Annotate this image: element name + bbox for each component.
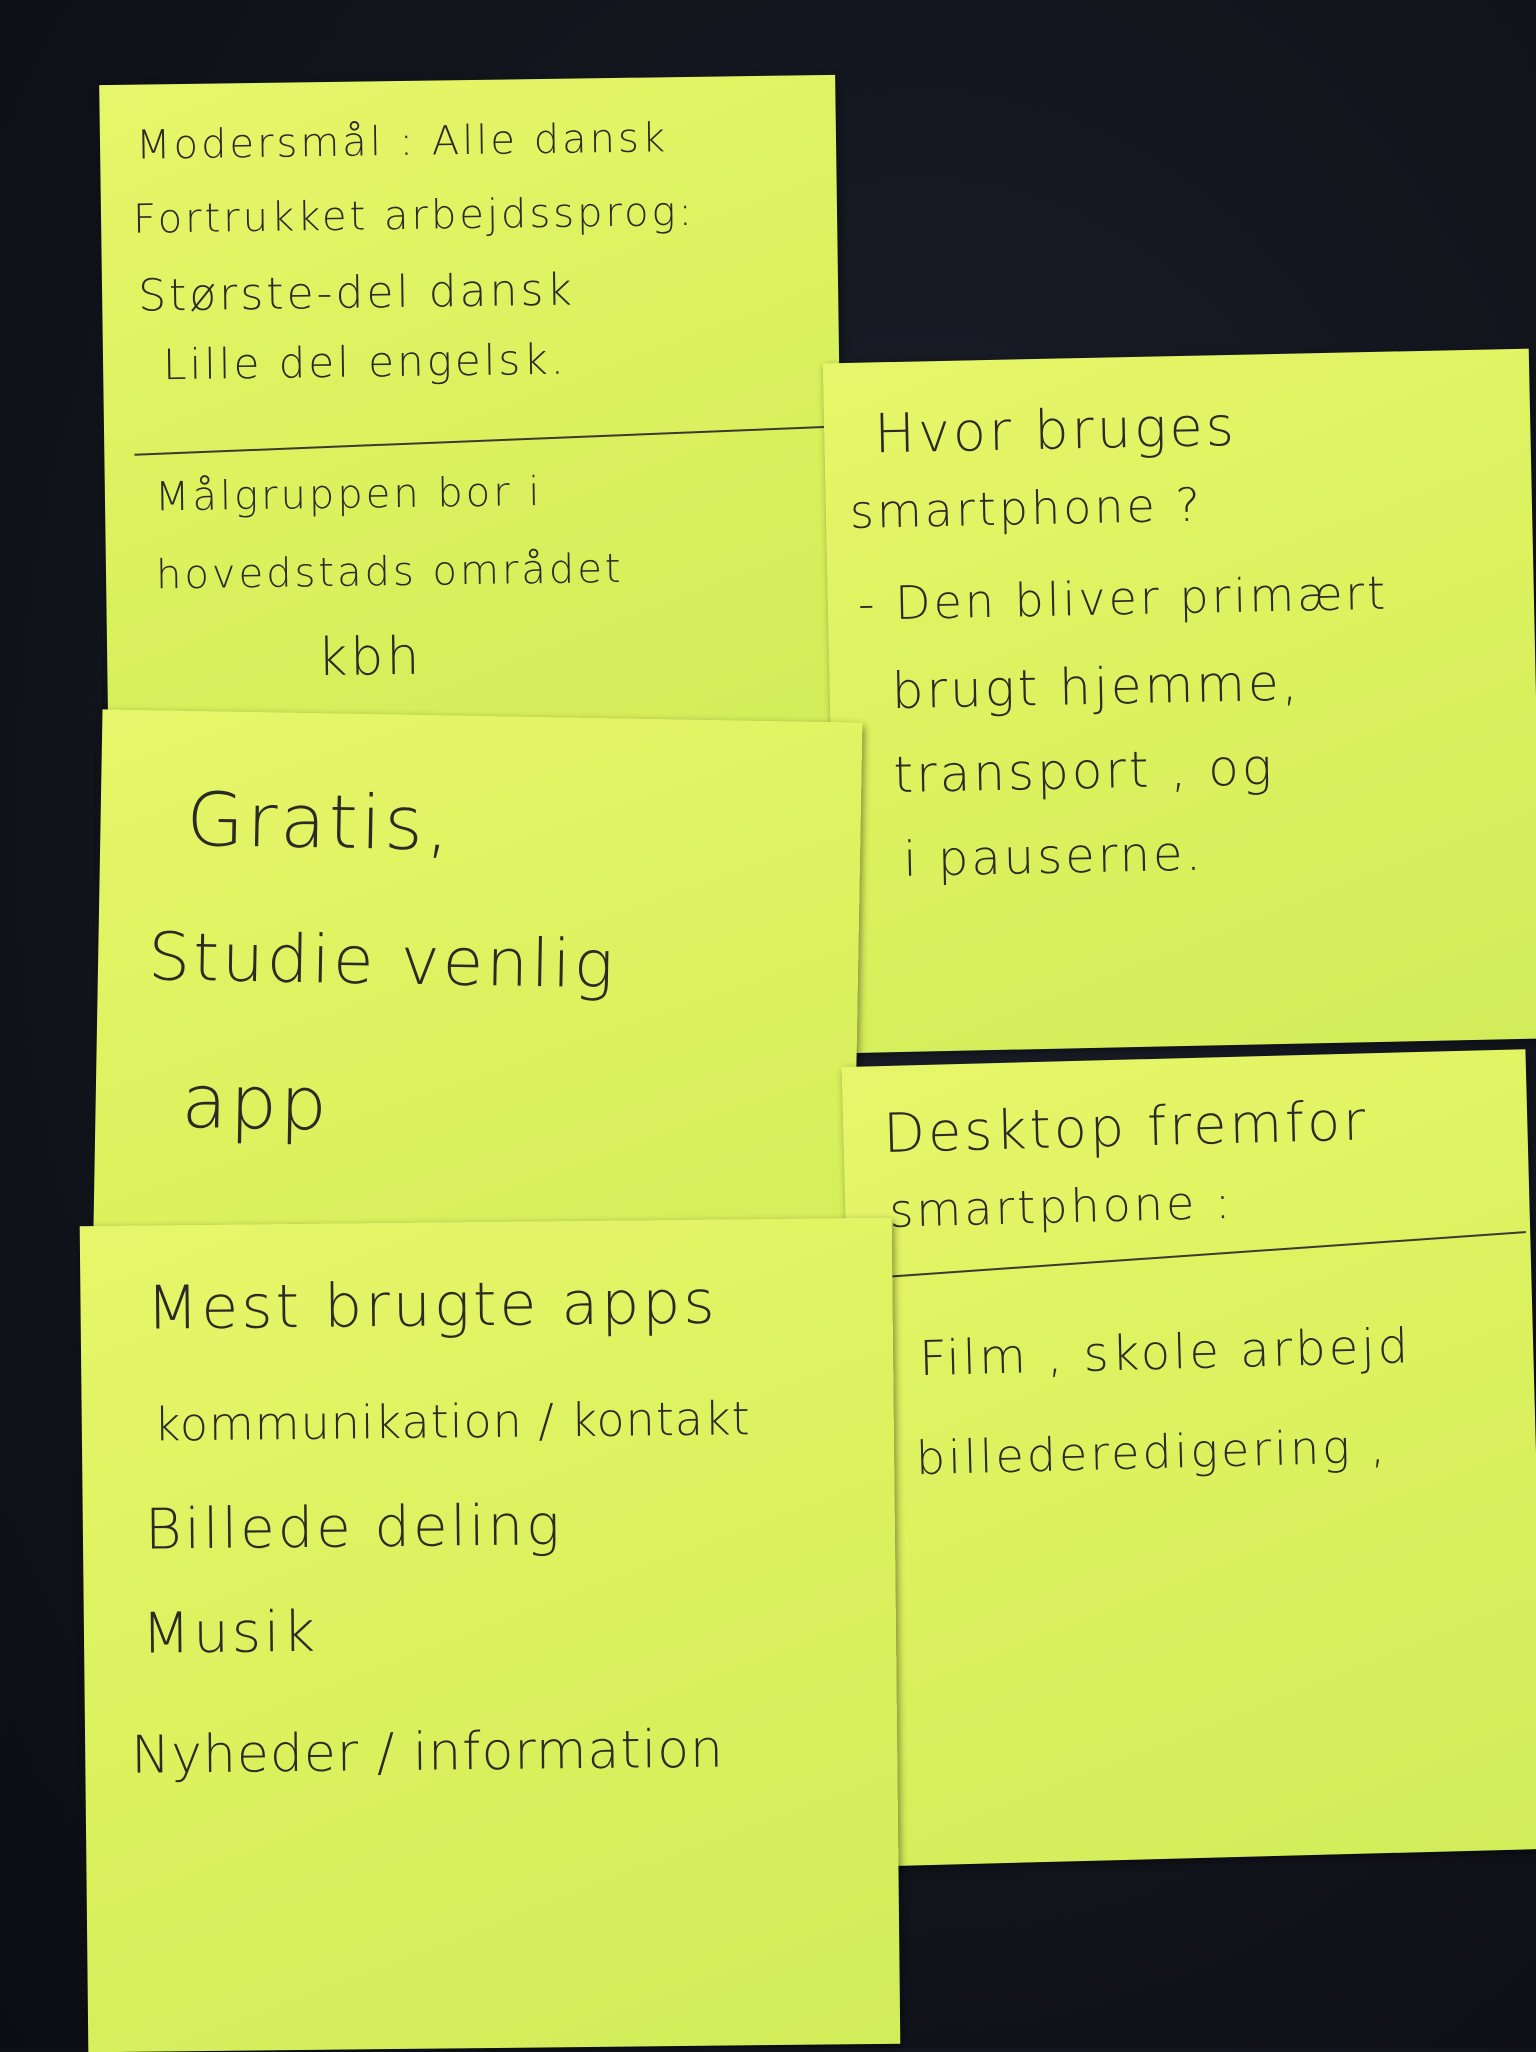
note-text-line: Desktop fremfor xyxy=(882,1089,1370,1166)
note-text-line: billederedigering , xyxy=(915,1418,1389,1486)
note-text-line: transport , og xyxy=(892,738,1276,805)
note-text-line: Modersmål : Alle dansk xyxy=(135,115,669,169)
note-text-line: hovedstads området xyxy=(155,545,624,599)
sticky-note-language-location: Modersmål : Alle dansk Fortrukket arbejd… xyxy=(99,74,845,780)
sticky-note-most-used-apps: Mest brugte apps kommunikation / kontakt… xyxy=(79,1217,901,2052)
note-text-line: kommunikation / kontakt xyxy=(153,1391,751,1452)
note-text-line: smartphone : xyxy=(888,1174,1235,1238)
note-text-line: Film , skole arbejd xyxy=(918,1318,1412,1388)
note-text-line: Gratis, xyxy=(185,776,454,868)
note-divider xyxy=(134,426,824,456)
note-text-line: Billede deling xyxy=(144,1493,564,1563)
note-text-line: Lille del engelsk. xyxy=(162,334,568,390)
note-text-line: app xyxy=(180,1058,331,1148)
note-text-line: Studie venlig xyxy=(147,918,618,1004)
sticky-note-desktop-preference: Desktop fremfor smartphone : Film , skol… xyxy=(841,1049,1536,1867)
note-text-line: brugt hjemme, xyxy=(891,653,1302,721)
note-text-line: Hvor bruges xyxy=(873,394,1238,466)
note-text-line: Målgruppen bor i xyxy=(154,469,543,521)
note-divider xyxy=(877,1231,1526,1279)
note-text-line: Mest brugte apps xyxy=(146,1267,718,1344)
note-text-line: Fortrukket arbejdssprog: xyxy=(132,188,696,243)
note-text-line: - Den bliver primært xyxy=(857,565,1389,631)
note-text-line: i pauserne. xyxy=(902,825,1205,888)
note-text-line: Musik xyxy=(141,1599,319,1667)
note-text-line: Nyheder / information xyxy=(130,1719,725,1786)
note-text-line: Største-del dansk xyxy=(137,264,576,322)
sticky-note-smartphone-usage: Hvor bruges smartphone ? - Den bliver pr… xyxy=(822,348,1536,1054)
note-text-line: kbh xyxy=(316,626,423,689)
note-text-line: smartphone ? xyxy=(849,477,1204,539)
